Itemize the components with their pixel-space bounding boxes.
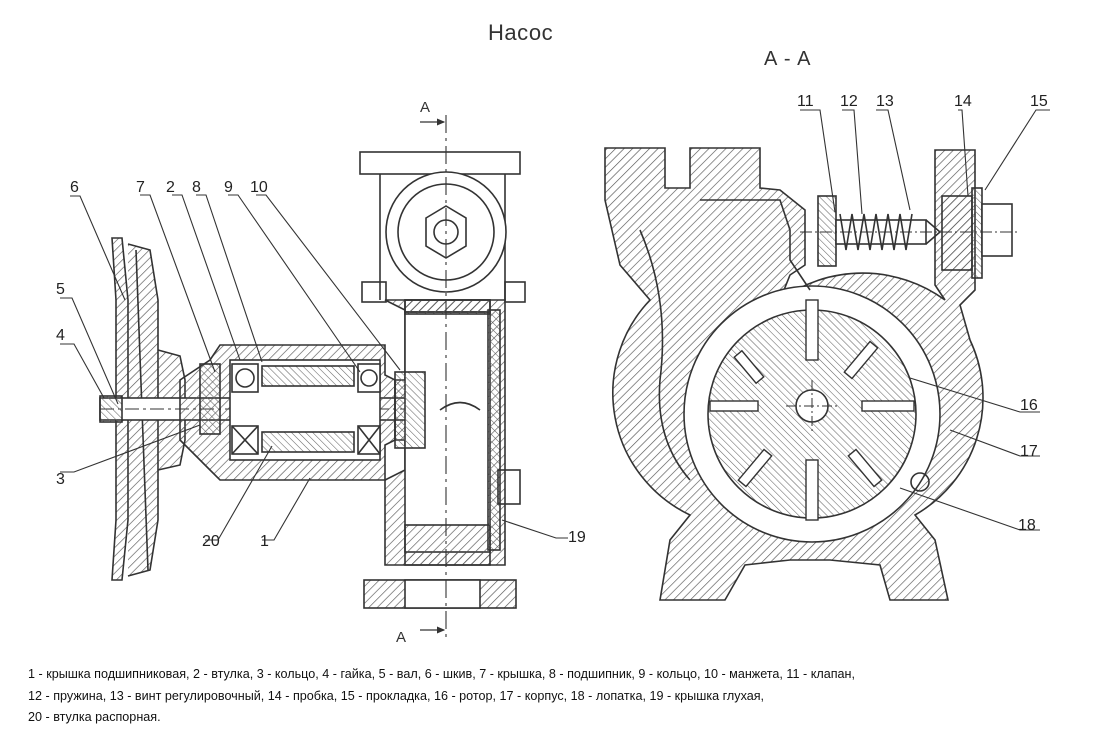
legend-line-2: 12 - пружина, 13 - винт регулировочный, … [28,688,765,703]
discharge-flange [359,151,521,315]
callout-5: 5 [56,281,65,298]
callout-3: 3 [56,471,65,488]
callout-14: 14 [954,93,972,110]
callout-10: 10 [250,179,268,196]
callout-6: 6 [70,179,79,196]
callout-2: 2 [166,179,175,196]
legend-line-3: 20 - втулка распорная. [28,710,161,724]
leader-lines-left [60,194,568,541]
leader-lines-right [800,109,1050,531]
callout-12: 12 [840,93,858,110]
callout-20: 20 [202,533,220,550]
vanes [709,299,915,521]
callout-15: 15 [1030,93,1048,110]
section-title: А - А [764,48,811,70]
parts-legend: 1 - крышка подшипниковая, 2 - втулка, 3 … [28,664,1088,729]
drawing-title: Насос [488,20,554,45]
pump-body [361,281,526,566]
callouts: 6 7 2 8 9 10 5 4 3 20 1 19 11 12 13 14 1… [56,93,1048,550]
callout-13: 13 [876,93,894,110]
legend-line-1: 1 - крышка подшипниковая, 2 - втулка, 3 … [28,667,855,681]
callout-4: 4 [56,327,65,344]
longitudinal-section [99,115,526,640]
callout-18: 18 [1018,517,1036,534]
callout-7: 7 [136,179,145,196]
valve-assembly [800,187,1020,279]
bearing-housing [179,344,396,481]
callout-17: 17 [1020,443,1038,460]
cross-section-a-a [604,147,1020,601]
callout-11: 11 [797,93,814,110]
callout-8: 8 [192,179,201,196]
callout-19: 19 [568,529,586,546]
section-mark-top: А [420,99,430,116]
callout-1: 1 [260,533,269,550]
callout-16: 16 [1020,397,1038,414]
callout-9: 9 [224,179,233,196]
pump-drawing: А А [56,93,1050,646]
suction-flange [363,579,517,609]
section-mark-bottom: А [396,629,406,646]
